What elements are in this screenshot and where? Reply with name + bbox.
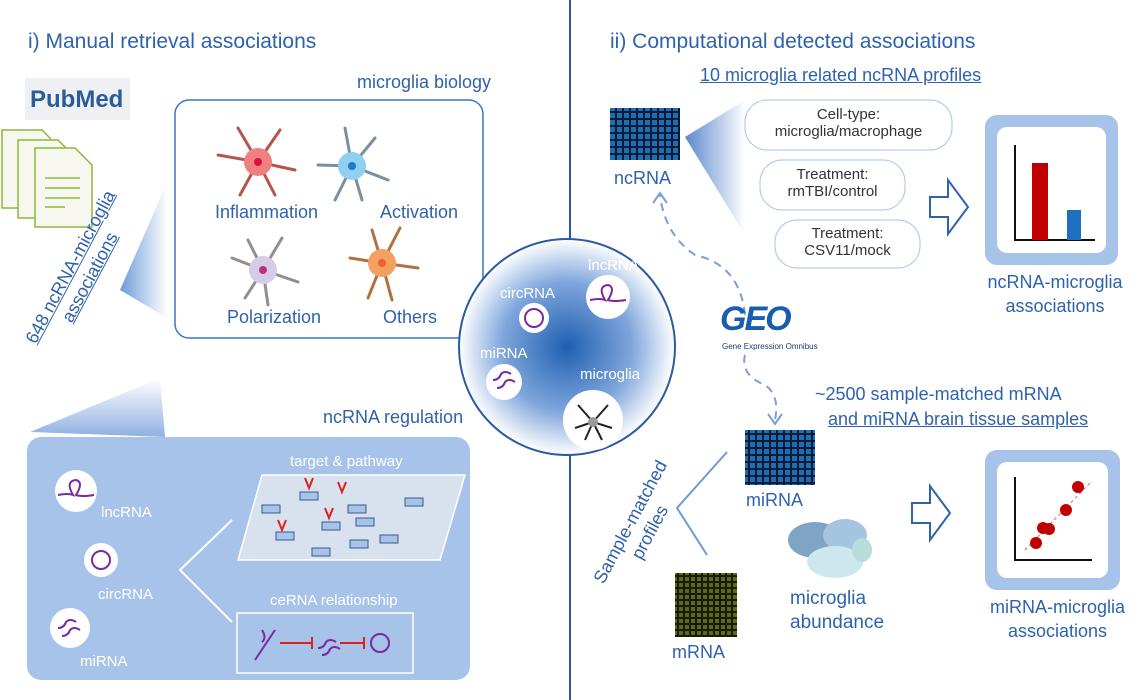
cerna-box xyxy=(236,612,414,674)
condition-pill xyxy=(759,159,906,211)
label-line: abundance xyxy=(790,612,885,633)
biology-item: Activation xyxy=(380,202,459,222)
mirna-label: miRNA xyxy=(746,490,803,510)
microglia-cell-icons xyxy=(216,126,420,307)
condition-line: rmTBI/control xyxy=(787,183,878,200)
mrna-label: mRNA xyxy=(672,642,725,662)
center-label: microglia xyxy=(580,366,641,383)
brain-icon xyxy=(788,519,872,578)
scatter-points xyxy=(1030,481,1084,549)
bracket xyxy=(178,519,233,623)
ncrna-array xyxy=(610,108,680,160)
center-label: circRNA xyxy=(500,285,555,302)
label-line: and miRNA brain tissue samples xyxy=(828,409,1089,429)
mirna-array xyxy=(745,430,815,485)
condition-text: Treatment:CSV11/mock xyxy=(775,225,920,259)
ncrna-regulation-title: ncRNA regulation xyxy=(323,407,464,427)
microglia-biology-title: microglia biology xyxy=(357,72,492,92)
condition-pill xyxy=(774,219,921,269)
left-title: i) Manual retrieval associations xyxy=(28,30,317,53)
condition-line: CSV11/mock xyxy=(804,242,891,259)
condition-line: microglia/macrophage xyxy=(774,123,923,140)
type-label: lncRNA xyxy=(101,504,152,521)
pathway-nodes xyxy=(261,491,424,557)
samples-label: ~2500 sample-matched mRNA and miRNA brain… xyxy=(815,382,1088,432)
bar-red xyxy=(1032,163,1048,240)
type-label: miRNA xyxy=(80,653,128,670)
documents-icon xyxy=(1,129,93,228)
condition-line: Treatment: xyxy=(811,225,884,242)
center-label: miRNA xyxy=(480,345,528,362)
pubmed-logo-text: PubMed xyxy=(30,86,124,113)
bracket xyxy=(675,451,728,556)
mirna-icon xyxy=(50,608,90,648)
geo-logo: GEO xyxy=(720,300,792,338)
wedge xyxy=(120,183,167,318)
ncrna-label: ncRNA xyxy=(614,168,672,188)
pathway-plane xyxy=(237,474,467,561)
ncrna-assoc-label: ncRNA-microglia associations xyxy=(975,270,1135,318)
biology-item: Others xyxy=(383,307,438,327)
abundance-label: microglia abundance xyxy=(790,587,884,635)
label-line: associations xyxy=(1005,296,1105,316)
condition-text: Treatment:rmTBI/control xyxy=(760,166,905,200)
hollow-arrow-icon xyxy=(911,482,952,544)
wedge xyxy=(30,378,165,437)
pubmed-logo xyxy=(25,78,130,120)
circrna-icon xyxy=(84,543,118,577)
center-label: lncRNA xyxy=(588,257,639,274)
label-line: microglia xyxy=(790,588,867,609)
mirna-assoc-label: miRNA-microglia associations xyxy=(975,595,1140,643)
hollow-arrow-icon xyxy=(929,176,970,238)
condition-pill xyxy=(744,99,953,151)
wedge xyxy=(685,100,745,235)
label-line: miRNA-microglia xyxy=(989,597,1125,617)
lncrna-icon xyxy=(55,470,97,512)
profiles-label: 10 microglia related ncRNA profiles xyxy=(700,65,982,85)
condition-line: Cell-type: xyxy=(816,106,881,123)
label-line: associations xyxy=(1007,621,1108,641)
target-pathway-label: target & pathway xyxy=(290,453,403,470)
condition-line: Treatment: xyxy=(796,166,869,183)
right-title: ii) Computational detected associations xyxy=(610,30,976,53)
type-label: circRNA xyxy=(98,586,153,603)
biology-item: Polarization xyxy=(227,307,322,327)
label-line: ncRNA-microglia xyxy=(987,272,1123,292)
bar-blue xyxy=(1067,210,1081,240)
mrna-array xyxy=(675,573,737,637)
label-line: ~2500 sample-matched mRNA xyxy=(815,384,1062,404)
geo-subtitle: Gene Expression Omnibus xyxy=(722,342,818,351)
cerna-label: ceRNA relationship xyxy=(270,592,398,609)
condition-text: Cell-type:microglia/macrophage xyxy=(745,106,952,140)
biology-item: Inflammation xyxy=(215,202,319,222)
